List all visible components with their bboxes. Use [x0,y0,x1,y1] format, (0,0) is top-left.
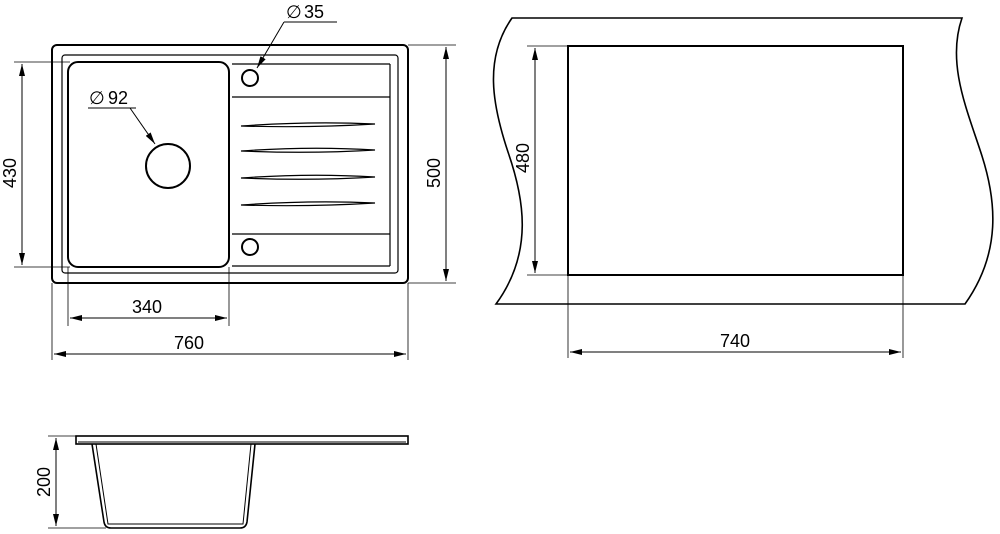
countertop-cutout-view: 480 740 [492,17,994,358]
hole-diameter-callout: ∅ 35 [256,2,337,69]
cutout-width-label: 740 [720,331,750,351]
drain-diameter-label: 92 [108,88,128,108]
cutout-height-dimension: 480 [513,45,568,276]
depth-dimension: 200 [34,435,106,529]
cutout-height-label: 480 [513,143,533,173]
bowl-width-dimension: 340 [67,267,230,326]
hole-diameter-symbol: ∅ [286,2,302,22]
side-rim [75,435,409,445]
side-bowl [91,443,256,529]
sink-side-view: 200 [34,435,409,529]
drain-diameter-callout: ∅ 92 [88,88,156,145]
drain-grooves [240,122,376,207]
hole-diameter-label: 35 [304,2,324,22]
sink-top-view: ∅ 35 ∅ 92 430 500 340 [0,2,456,360]
drainboard [232,63,391,267]
tap-hole-top [241,69,259,87]
sink-width-dimension: 760 [51,283,409,360]
sink-inner-outline [61,54,399,274]
bowl-width-label: 340 [132,297,162,317]
cutout-outline [567,45,904,276]
sink-height-label: 500 [424,158,444,188]
sink-height-dimension: 500 [408,44,456,284]
bowl-height-dimension: 430 [0,61,70,268]
bowl-height-label: 430 [0,158,20,188]
tap-hole-bottom [241,238,259,256]
bowl-outline [67,61,230,268]
drain-diameter-symbol: ∅ [89,88,105,108]
sink-outer-outline [51,44,409,284]
depth-label: 200 [34,467,54,497]
sink-width-label: 760 [174,333,204,353]
countertop-outline [492,17,994,305]
cutout-width-dimension: 740 [567,275,904,358]
drain-hole [145,143,191,189]
